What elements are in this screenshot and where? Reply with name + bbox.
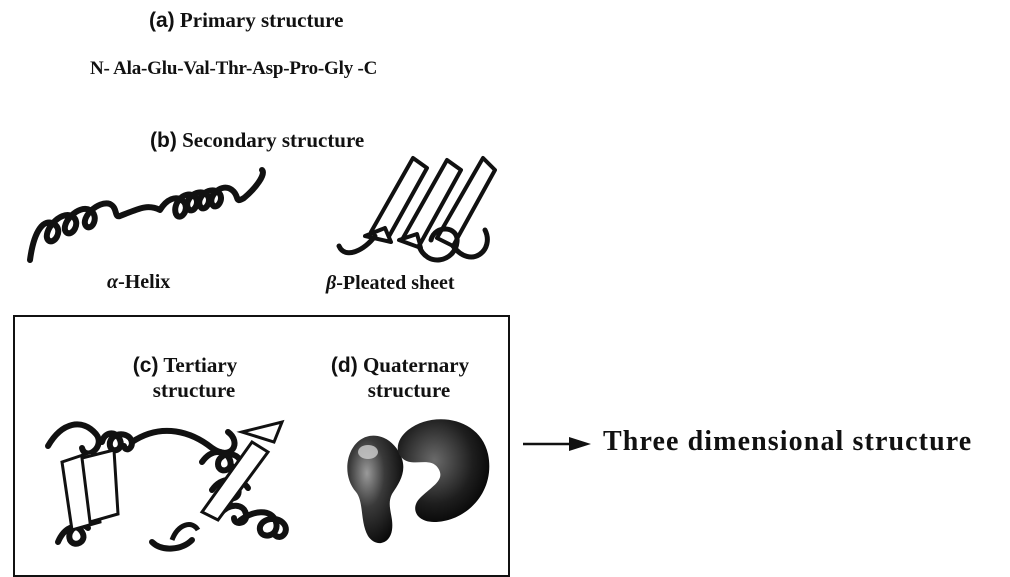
secondary-letter: (b) <box>150 129 177 152</box>
beta-sheet-icon <box>335 150 505 270</box>
primary-structure-title: (a) Primary structure <box>149 8 343 33</box>
quaternary-title-line1: Quaternary <box>363 353 469 377</box>
tertiary-protein-icon <box>42 402 307 552</box>
helix-caption-text: -Helix <box>118 271 170 293</box>
tertiary-title-line1: Tertiary <box>163 353 237 377</box>
secondary-title-text: Secondary structure <box>182 128 364 152</box>
quaternary-letter: (d) <box>331 354 358 377</box>
alpha-symbol: α <box>107 271 118 293</box>
tertiary-letter: (c) <box>133 354 159 377</box>
tertiary-structure-title: (c) Tertiary structure <box>115 353 255 402</box>
quaternary-protein-icon <box>338 410 498 550</box>
primary-letter: (a) <box>149 9 175 32</box>
quaternary-structure-title: (d) Quaternary structure <box>325 353 475 402</box>
quaternary-title-line2: structure <box>325 378 475 402</box>
tertiary-title-line2: structure <box>115 378 255 402</box>
beta-symbol: β <box>326 272 336 294</box>
secondary-structure-title: (b) Secondary structure <box>150 128 364 153</box>
sheet-caption: β-Pleated sheet <box>326 272 455 295</box>
helix-caption: α-Helix <box>107 271 170 294</box>
primary-sequence: N- Ala-Glu-Val-Thr-Asp-Pro-Gly -C <box>90 58 377 80</box>
primary-title-text: Primary structure <box>180 8 343 32</box>
three-dimensional-structure-label: Three dimensional structure <box>603 426 972 458</box>
right-arrow-icon <box>523 434 593 454</box>
alpha-helix-icon <box>20 160 280 270</box>
sheet-caption-text: -Pleated sheet <box>336 272 454 294</box>
